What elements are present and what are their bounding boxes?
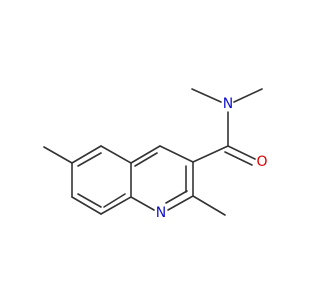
bond-c8a-n1 <box>130 196 155 211</box>
bond-c6-methyl <box>43 146 73 164</box>
ring-nitrogen: N <box>156 205 166 221</box>
bond-carbonyl-c-ring <box>192 145 229 163</box>
bond-c4-c4a-inner <box>134 152 158 167</box>
bond-c5-c6-inner <box>77 152 102 167</box>
carbonyl-oxygen-label: O <box>256 154 267 170</box>
bond-c7-c8-inner <box>77 193 102 208</box>
amide-nitrogen-label: N <box>223 96 233 112</box>
bond-c4-c4a <box>130 145 161 164</box>
ring-nitrogen-label: N <box>156 205 166 221</box>
bond-c8-c8a <box>100 196 132 215</box>
bond-n-methyl-left <box>191 88 222 103</box>
bonds <box>43 88 263 216</box>
molecule-diagram: N O N <box>43 88 268 221</box>
amide-nitrogen: N <box>223 96 233 112</box>
bond-c7-c8 <box>71 196 102 215</box>
bond-carbonyl-double-2 <box>224 151 253 166</box>
bond-c2-methyl <box>192 195 226 216</box>
carbonyl-oxygen: O <box>256 154 267 170</box>
bond-c8-c8a-inner <box>103 193 126 208</box>
bond-n1-c2-inner <box>165 190 188 204</box>
atom-labels: N O N <box>156 96 268 221</box>
bond-carbonyl-double-1 <box>227 145 256 160</box>
bond-c5-c6 <box>71 145 102 164</box>
bond-c4a-c5 <box>100 145 132 164</box>
bond-n1-c2 <box>167 195 194 211</box>
bond-n-methyl-right <box>233 88 263 103</box>
bond-c3-c4 <box>159 145 194 163</box>
